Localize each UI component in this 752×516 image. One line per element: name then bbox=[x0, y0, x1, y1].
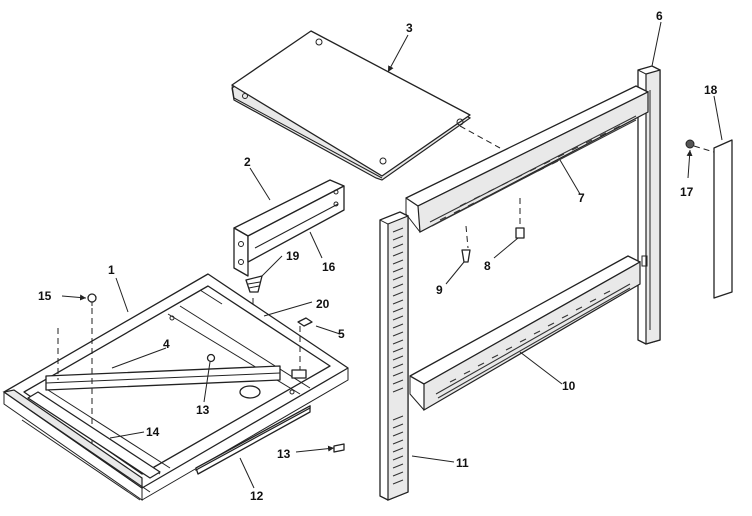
part-13-screw-post bbox=[333, 443, 345, 453]
callout-17: 17 bbox=[680, 185, 694, 199]
part-5-pad bbox=[297, 317, 313, 327]
callout-9: 9 bbox=[436, 283, 443, 297]
callout-6: 6 bbox=[656, 9, 663, 23]
callout-1: 1 bbox=[108, 263, 115, 277]
part-8-screw bbox=[515, 227, 525, 239]
callout-7: 7 bbox=[578, 191, 585, 205]
part-17-screw bbox=[685, 139, 695, 149]
part-13-screw-base bbox=[206, 353, 216, 363]
part-4-cross-bar bbox=[45, 365, 281, 399]
callout-12: 12 bbox=[250, 489, 264, 503]
part-11-left-post bbox=[379, 211, 409, 501]
callout-15: 15 bbox=[38, 289, 52, 303]
callout-18: 18 bbox=[704, 83, 718, 97]
part-15-screw bbox=[87, 293, 97, 306]
callout-5: 5 bbox=[338, 327, 345, 341]
callout-4: 4 bbox=[163, 337, 170, 351]
part-5-foot bbox=[291, 369, 307, 379]
callout-14: 14 bbox=[146, 425, 160, 439]
callout-8: 8 bbox=[484, 259, 491, 273]
part-6-right-post bbox=[637, 65, 661, 345]
callout-13-post: 13 bbox=[277, 447, 291, 461]
part-12-strip bbox=[195, 404, 311, 475]
callout-13-base: 13 bbox=[196, 403, 210, 417]
part-19-fitting bbox=[245, 275, 263, 293]
part-18-side-trim bbox=[713, 139, 733, 299]
part-2-bracket bbox=[233, 179, 345, 277]
callout-10: 10 bbox=[562, 379, 576, 393]
callout-2: 2 bbox=[244, 155, 251, 169]
part-7-upper-rail bbox=[405, 85, 649, 233]
callout-20: 20 bbox=[316, 297, 330, 311]
part-10-lower-rail bbox=[409, 255, 641, 412]
callout-16: 16 bbox=[322, 260, 336, 274]
part-9-screw bbox=[461, 249, 471, 263]
callout-3: 3 bbox=[406, 21, 413, 35]
leader-lines bbox=[61, 21, 723, 489]
part-3-top-panel bbox=[231, 30, 472, 181]
callout-11: 11 bbox=[456, 456, 469, 470]
part-14-rail bbox=[27, 391, 161, 479]
callout-19: 19 bbox=[286, 249, 300, 263]
